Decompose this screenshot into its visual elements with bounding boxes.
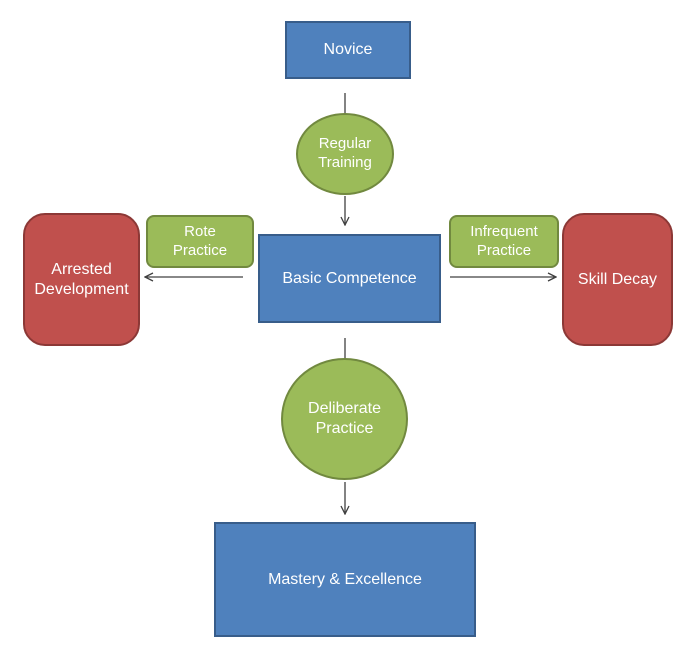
- node-basic-competence-label: Basic Competence: [282, 269, 417, 287]
- node-rote-practice-label: Rote Practice: [172, 222, 228, 259]
- node-skill-decay: Skill Decay: [562, 213, 673, 346]
- node-skill-decay-label: Skill Decay: [577, 270, 658, 288]
- node-arrested-development: Arrested Development: [23, 213, 140, 346]
- node-infrequent-practice-label: Infrequent Practice: [470, 222, 538, 259]
- node-novice: Novice: [285, 21, 411, 79]
- node-regular-training: Regular Training: [296, 113, 394, 195]
- node-rote-practice: Rote Practice: [146, 215, 254, 268]
- node-novice-label: Novice: [323, 41, 373, 58]
- node-arrested-development-label: Arrested Development: [34, 260, 129, 298]
- node-regular-training-label: Regular Training: [318, 135, 372, 171]
- node-infrequent-practice: Infrequent Practice: [449, 215, 559, 268]
- node-deliberate-practice: Deliberate Practice: [281, 358, 408, 480]
- node-mastery-excellence-label: Mastery & Excellence: [268, 570, 422, 588]
- node-mastery-excellence: Mastery & Excellence: [214, 522, 476, 637]
- node-deliberate-practice-label: Deliberate Practice: [308, 400, 381, 437]
- node-basic-competence: Basic Competence: [258, 234, 441, 323]
